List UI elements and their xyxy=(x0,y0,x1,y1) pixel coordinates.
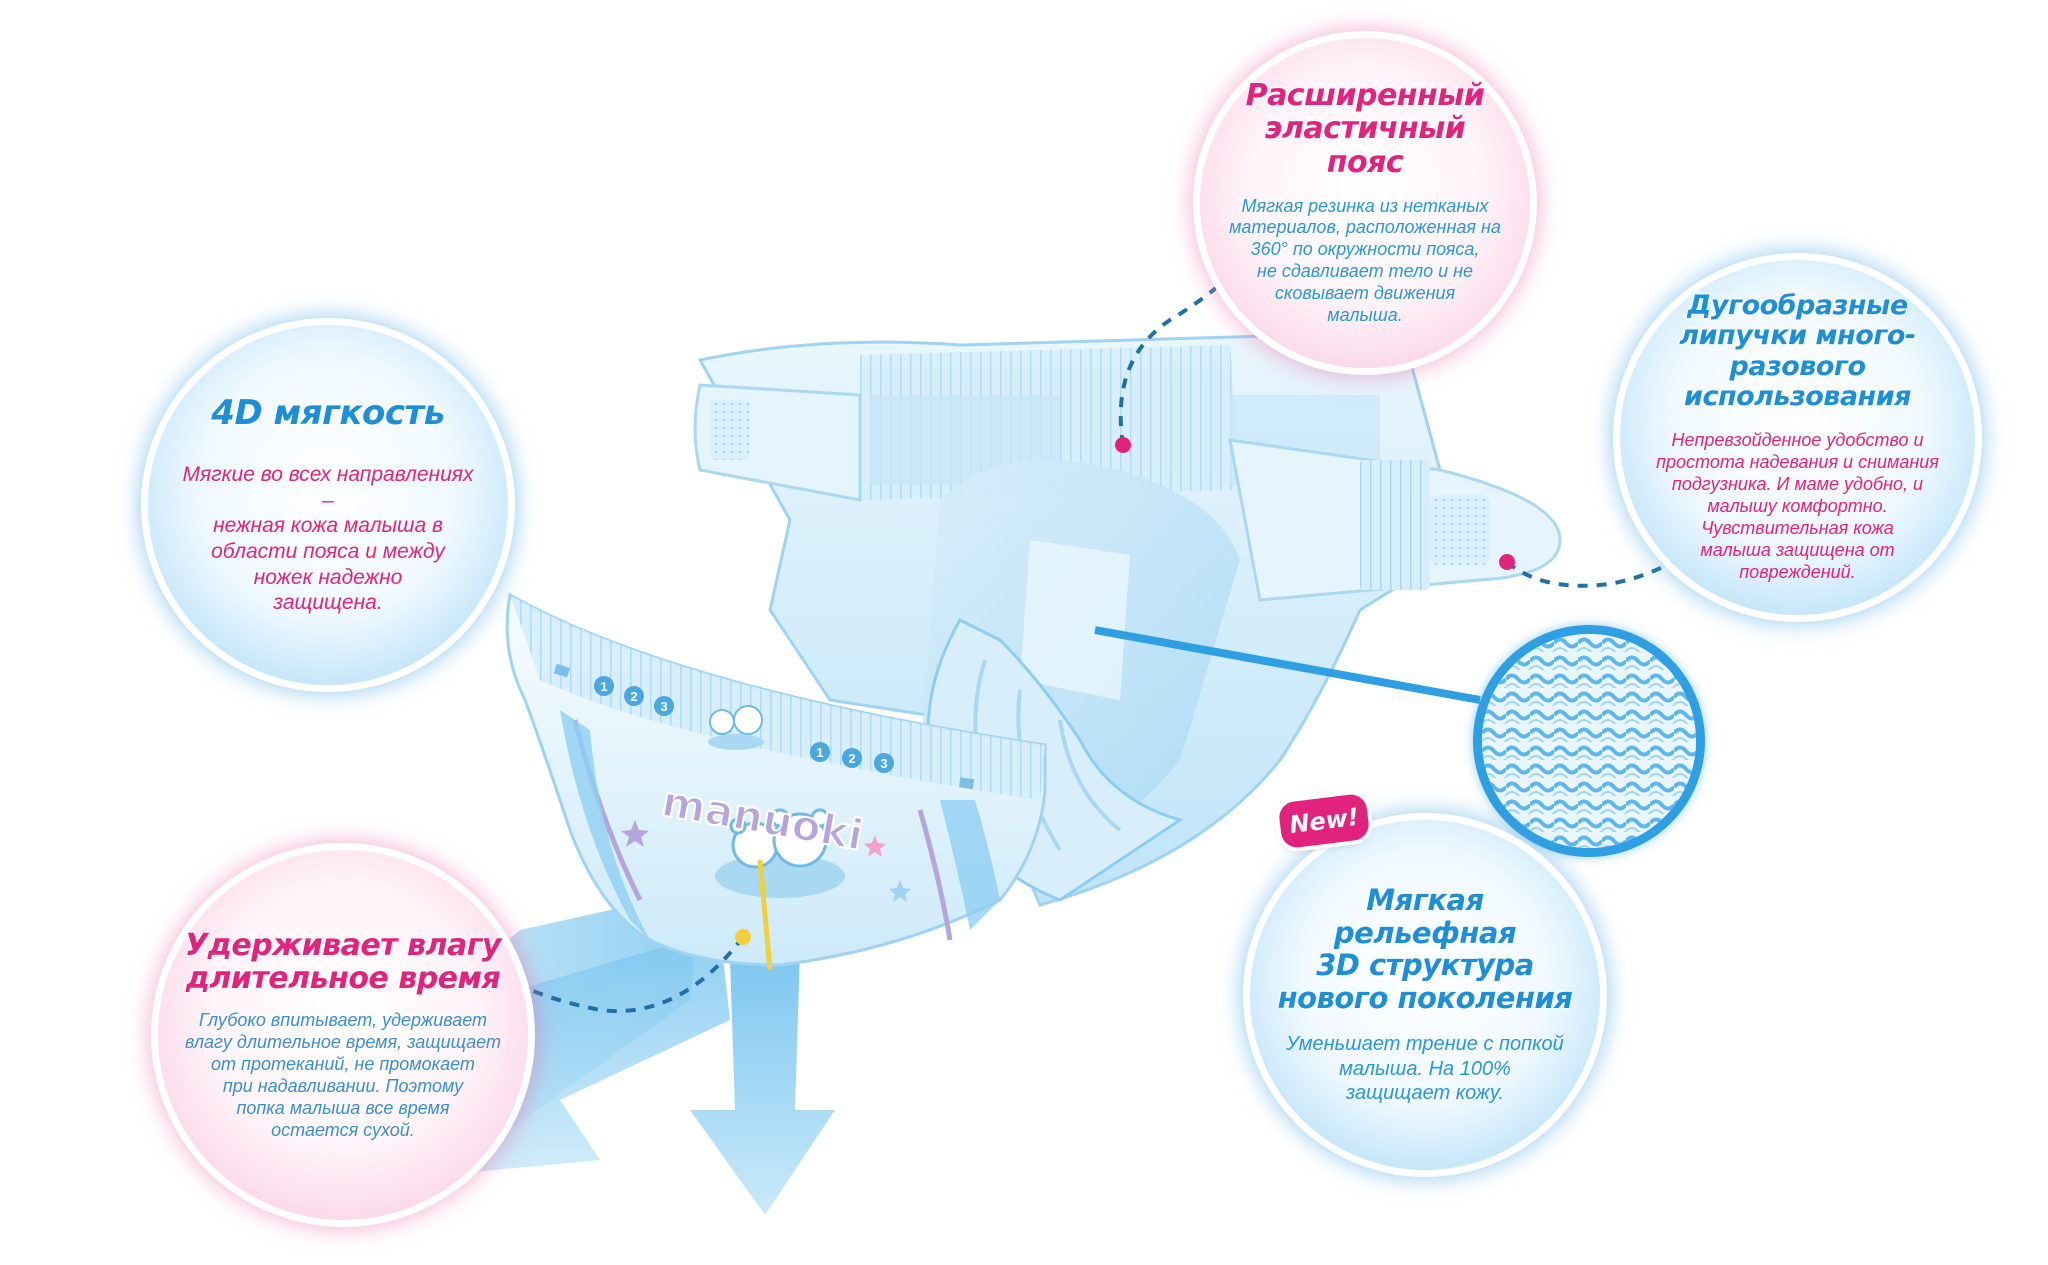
feature-description: Глубоко впитывает, удерживает влагу длит… xyxy=(185,1009,501,1140)
feature-softness: 4D мягкость Мягкие во всех направлениях … xyxy=(148,325,508,685)
wave-texture-icon xyxy=(1482,634,1696,848)
feature-description: Уменьшает трение с попкой малыша. На 100… xyxy=(1286,1033,1564,1105)
feature-title: 4D мягкость xyxy=(211,393,445,434)
print-number-1b: 1 xyxy=(816,745,823,760)
feature-moisture: Удерживает влагу длительное время Глубок… xyxy=(158,850,528,1220)
marker-moisture xyxy=(735,929,751,945)
feature-title: Дугообразные липучки много- разового исп… xyxy=(1679,290,1916,412)
feature-description: Мягкая резинка из нетканых материалов, р… xyxy=(1229,195,1501,326)
connector-moisture xyxy=(519,935,745,1013)
feature-structure: Мягкая рельефная 3D структура нового пок… xyxy=(1250,820,1600,1170)
feature-title: Расширенный эластичный пояс xyxy=(1245,77,1485,180)
feature-belt: Расширенный эластичный пояс Мягкая резин… xyxy=(1200,38,1530,368)
absorb-arrow-right xyxy=(690,950,835,1215)
feature-description: Мягкие во всех направлениях – нежная кож… xyxy=(182,463,474,615)
marker-velcro xyxy=(1499,554,1515,570)
feature-title: Удерживает влагу длительное время xyxy=(185,927,501,997)
connector-velcro xyxy=(1505,543,1702,588)
front-waistband xyxy=(510,595,1045,800)
print-number-3: 3 xyxy=(660,699,667,714)
print-number-2b: 2 xyxy=(848,751,855,766)
feature-title: Мягкая рельефная 3D структура нового пок… xyxy=(1277,883,1573,1015)
print-number-1: 1 xyxy=(600,679,607,694)
wetness-indicator xyxy=(757,859,773,971)
print-number-3b: 3 xyxy=(880,756,887,771)
print-number-2: 2 xyxy=(630,689,637,704)
feature-velcro: Дугообразные липучки много- разового исп… xyxy=(1620,260,1975,615)
marker-belt xyxy=(1115,437,1131,453)
feature-description: Непревзойденное удобство и простота наде… xyxy=(1656,430,1939,582)
texture-zoom-circle xyxy=(1473,625,1705,857)
new-badge-label: New! xyxy=(1287,802,1361,840)
